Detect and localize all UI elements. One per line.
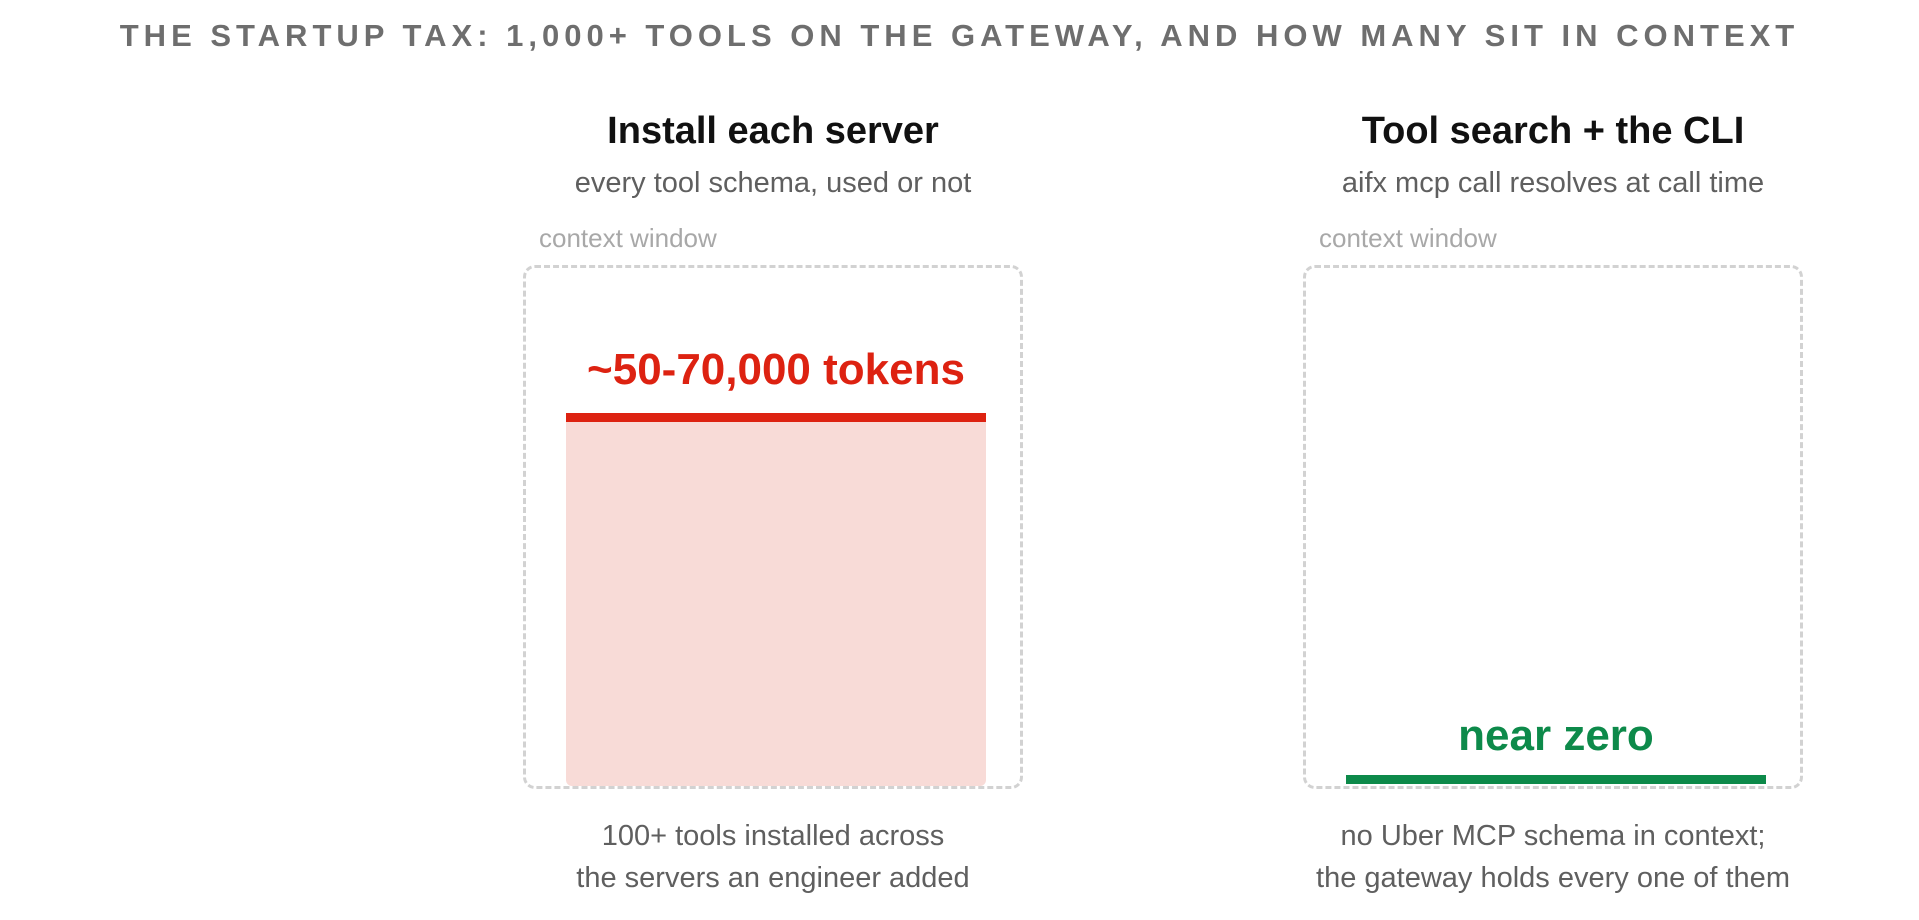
context-load-line — [566, 413, 986, 422]
context-window-box: near zero — [1303, 265, 1803, 789]
panel-caption-line-2: the servers an engineer added — [576, 862, 970, 894]
context-window-label: context window — [1319, 223, 1497, 253]
page-title: THE STARTUP TAX: 1,000+ TOOLS ON THE GAT… — [119, 18, 1800, 53]
context-window-box: ~50-70,000 tokens — [523, 265, 1023, 789]
panel-caption-line-1: 100+ tools installed across — [601, 820, 945, 852]
panel-caption-line-2: the gateway holds every one of them — [1316, 862, 1790, 894]
panel-subheading: every tool schema, used or not — [574, 167, 972, 199]
panel-subheading: aifx mcp call resolves at call time — [1341, 167, 1765, 199]
context-window-label: context window — [539, 223, 717, 253]
panel-caption-line-1: no Uber MCP schema in context; — [1340, 820, 1766, 852]
token-amount-label: near zero — [1458, 711, 1654, 760]
context-load-fill — [566, 422, 986, 786]
panel-heading: Install each server — [607, 110, 939, 152]
token-amount-label: ~50-70,000 tokens — [587, 345, 965, 394]
panel-heading: Tool search + the CLI — [1361, 110, 1745, 152]
context-load-line — [1346, 775, 1766, 784]
